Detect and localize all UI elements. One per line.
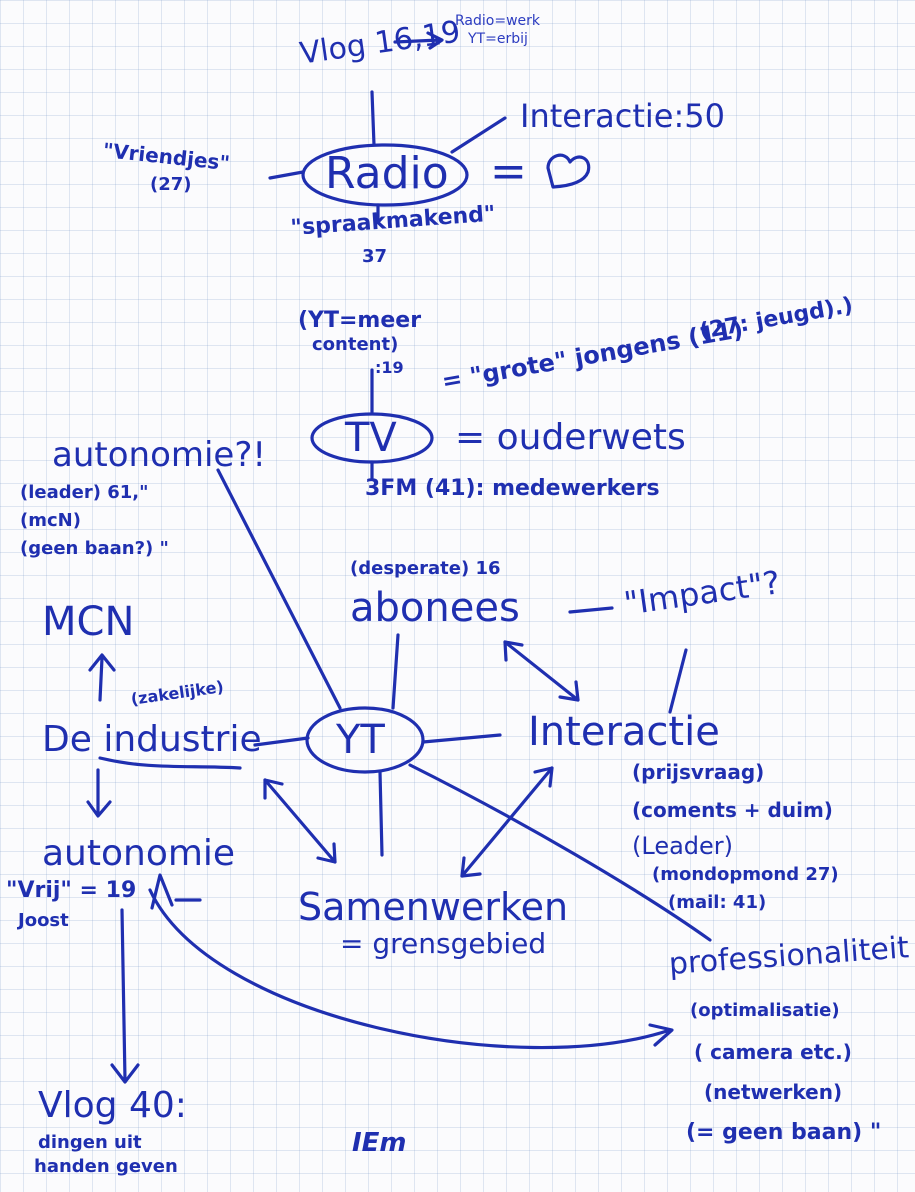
yt-to-samenwerken: [378, 770, 384, 857]
impact-dash: [568, 606, 614, 614]
radio-equals: =: [490, 146, 527, 197]
autonomie-top: autonomie?!: [52, 435, 267, 475]
ouderwets-label: = ouderwets: [455, 417, 686, 458]
autonomie-left: autonomie: [42, 833, 236, 874]
arrow-to-vlog40: [110, 908, 140, 1084]
interactie-label: Interactie: [528, 709, 720, 755]
netwerken: (netwerken): [704, 1080, 843, 1104]
vlog-40: Vlog 40:: [38, 1085, 187, 1126]
geen-baan-bottom: (= geen baan) ": [686, 1120, 882, 1145]
vlog-arrow: [393, 31, 444, 50]
curve-to-professionaliteit: [148, 888, 674, 1050]
interactie-50: Interactie:50: [520, 97, 725, 135]
dingen-uit: dingen uit: [38, 1132, 142, 1153]
yt-to-professionaliteit: [408, 763, 712, 942]
desperate-16: (desperate) 16: [350, 558, 501, 579]
mail-41: (mail: 41): [668, 892, 767, 913]
yt-label: YT: [336, 717, 385, 763]
arrow-samenwerken-interactie: [460, 766, 554, 878]
leader-note: (Leader): [632, 832, 734, 860]
heart-icon: [546, 153, 591, 189]
arrow-to-autonomie: [86, 768, 112, 818]
industrie-underline: [98, 756, 242, 770]
mcn-paren: (mcN): [20, 510, 81, 531]
tv-label: TV: [345, 415, 397, 461]
arrow-abonees-interactie: [503, 640, 580, 702]
yt-meer-count: :19: [375, 358, 404, 377]
yt-erbij-note: YT=erbij: [468, 31, 528, 47]
grensgebied-label: = grensgebied: [340, 927, 547, 960]
de-industrie: De industrie: [42, 719, 262, 760]
yt-meer-content-2: content): [312, 334, 399, 355]
yt-to-abonees: [391, 633, 400, 710]
yt-to-autonomie: [216, 468, 342, 710]
arrow-industrie-samenwerken: [263, 778, 337, 864]
radio-spoke-right: [450, 116, 507, 154]
prijsvraag: (prijsvraag): [632, 760, 765, 784]
radio-werk-note: Radio=werk: [455, 13, 540, 29]
camera-etc: ( camera etc.): [694, 1040, 852, 1064]
radio-spoke-top: [370, 90, 376, 147]
vrij-arrow: [150, 873, 202, 910]
joost-label: Joost: [18, 910, 69, 931]
radio-label: Radio: [325, 148, 449, 199]
leader-61: (leader) 61,": [20, 482, 149, 503]
radio-spoke-left: [268, 170, 305, 180]
impact-to-interactie: [668, 648, 688, 714]
handen-geven: handen geven: [34, 1156, 178, 1177]
geen-baan-top: (geen baan?) ": [20, 538, 169, 559]
3fm-medewerkers: 3FM (41): medewerkers: [365, 476, 660, 501]
author-initials: IEm: [352, 1128, 407, 1158]
arrow-to-mcn: [88, 653, 116, 702]
vriendjes-count: (27): [150, 174, 192, 195]
mcn-label: MCN: [42, 599, 135, 645]
mondopmond-27: (mondopmond 27): [652, 864, 839, 885]
optimalisatie: (optimalisatie): [690, 1000, 840, 1021]
coments-duim: (coments + duim): [632, 798, 833, 822]
yt-meer-content-1: (YT=meer: [298, 308, 422, 333]
vrij-19: "Vrij" = 19: [6, 878, 137, 903]
yt-ellipse: [305, 706, 425, 774]
spraakmakend-count: 37: [362, 246, 388, 267]
radio-ellipse: [301, 143, 469, 207]
abonees-label: abonees: [350, 585, 520, 631]
yt-to-industrie: [253, 736, 310, 747]
yt-to-interactie: [421, 733, 502, 744]
samenwerken-label: Samenwerken: [298, 885, 569, 929]
